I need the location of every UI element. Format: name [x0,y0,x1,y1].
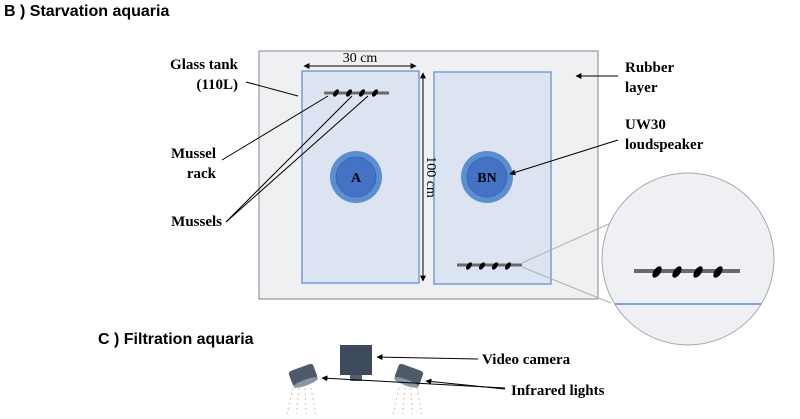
lights-arrow-right [425,378,506,390]
rack-a-mussel-1 [332,89,340,97]
left-light-ray-1 [286,387,294,415]
tank-a-label: A [351,171,362,186]
zoom-circle-outline [601,172,775,346]
zoom-mussel-4 [713,266,723,278]
infrared-rays-left [286,387,317,415]
infrared-light-left [288,363,318,388]
rubber-layer-label: Rubber [625,60,675,76]
speaker-label: UW30 [625,117,666,133]
mussel-rack-leader [221,95,329,161]
video-camera [340,345,372,375]
zoom-mussel-3 [693,266,703,278]
length-label: 100 cm [423,156,438,198]
panel-b-heading: B ) Starvation aquaria [4,3,169,20]
zoom-connector-top [521,222,612,264]
rack-a-mussel-4 [371,89,379,97]
rack-a-mussel-3 [358,89,366,97]
zoom-mussel-group [652,266,723,278]
right-light-ray-3 [410,387,413,415]
infrared-light-right [394,363,424,388]
rack-bn-mussel-4 [504,262,512,270]
infrared-rays-right [392,387,423,415]
left-light-ray-2 [296,387,300,415]
rack-bn-mussel-2 [478,262,486,270]
zoom-inset [601,172,775,346]
tank-bn-label: BN [477,171,496,186]
camera-label: Video camera [482,352,571,368]
rack-bn-mussel-1 [465,262,473,270]
mussel-rack-label-line2: rack [187,166,217,182]
camera-arrow [376,354,479,361]
glass-tank-leader [245,81,299,97]
rack-a-mussel-2 [345,89,353,97]
mussels-label: Mussels [171,214,222,230]
speaker-arrow [509,139,619,176]
zoom-connector-bottom [521,266,612,304]
rubber-layer-label-line2: layer [625,80,658,96]
right-light-ray-1 [392,387,400,415]
zoom-mussel-1 [652,266,662,278]
mussel-rack-label: Mussel [171,146,216,162]
zoom-mussel-2 [672,266,682,278]
glass-tank-volume-label: (110L) [196,77,238,93]
rack-bn-mussel-3 [491,262,499,270]
lights-label: Infrared lights [511,383,605,399]
mussel-group-bn [465,262,512,270]
zoom-circle-fill [602,173,774,345]
speaker-bn-inner [466,156,508,198]
video-camera-lens [350,375,362,381]
left-light-ray-4 [310,387,317,415]
left-light-ray-3 [304,387,307,415]
right-light-ray-4 [416,387,423,415]
mussels-leader-2 [225,95,369,223]
right-light-ray-2 [402,387,406,415]
mussel-group-a [332,89,379,97]
speaker-a-inner [335,156,377,198]
mussels-leader-1 [225,95,353,223]
width-label: 30 cm [343,51,378,66]
speaker-label-line2: loudspeaker [625,137,704,153]
glass-tank-label: Glass tank [170,57,239,73]
panel-c-heading: C ) Filtration aquaria [98,331,254,348]
